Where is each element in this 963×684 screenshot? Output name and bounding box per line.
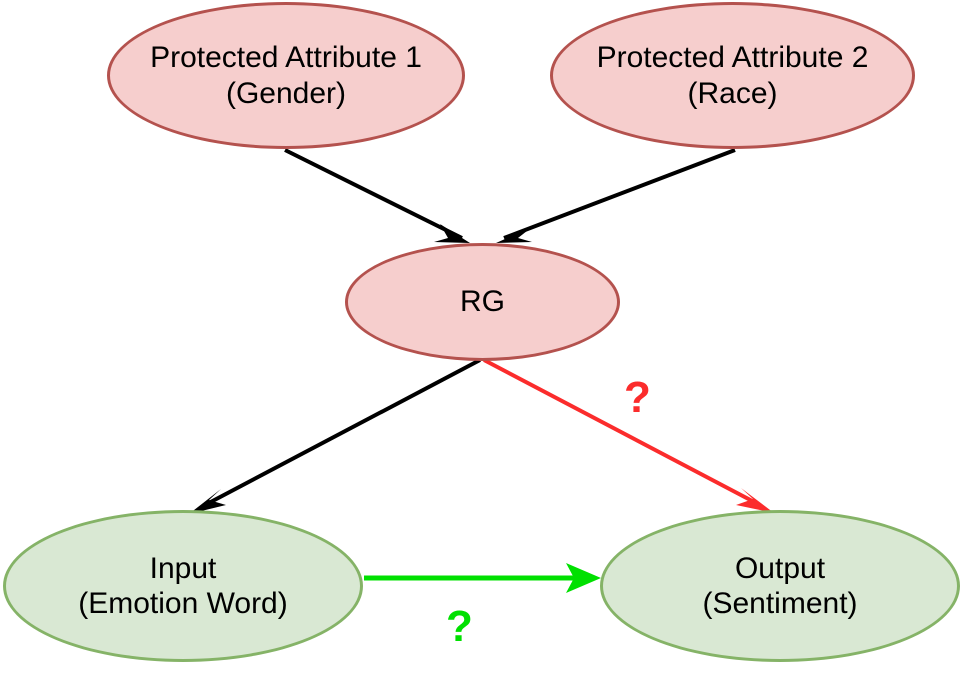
edge-line [503, 148, 736, 240]
node-output[interactable]: Output (Sentiment) [600, 510, 960, 662]
edge-line [204, 358, 481, 507]
arrowhead-icon [434, 224, 470, 243]
edge-label-question-green: ? [446, 602, 473, 651]
edge-input-to-output [364, 563, 601, 593]
node-label: Protected Attribute 2 (Race) [596, 41, 869, 110]
arrowhead-icon [736, 488, 774, 513]
node-protected-attribute-2[interactable]: Protected Attribute 2 (Race) [550, 2, 915, 149]
node-label: Output (Sentiment) [702, 551, 858, 620]
edge-label-question-red: ? [624, 373, 651, 422]
edge-pa1-to-rg [284, 148, 470, 243]
arrowhead-icon [189, 489, 226, 514]
edge-line [284, 148, 463, 240]
edge-rg-to-input [189, 358, 481, 514]
edge-rg-to-output [483, 358, 774, 513]
edge-line [483, 358, 759, 506]
edge-pa2-to-rg [496, 148, 736, 243]
arrowhead-icon [496, 227, 532, 243]
node-rg[interactable]: RG [345, 243, 620, 361]
node-label: Protected Attribute 1 (Gender) [150, 41, 422, 110]
arrowhead-icon [566, 563, 601, 593]
node-protected-attribute-1[interactable]: Protected Attribute 1 (Gender) [107, 2, 465, 149]
node-input[interactable]: Input (Emotion Word) [3, 510, 363, 662]
node-label: Input (Emotion Word) [78, 551, 288, 620]
node-label: RG [460, 285, 505, 319]
